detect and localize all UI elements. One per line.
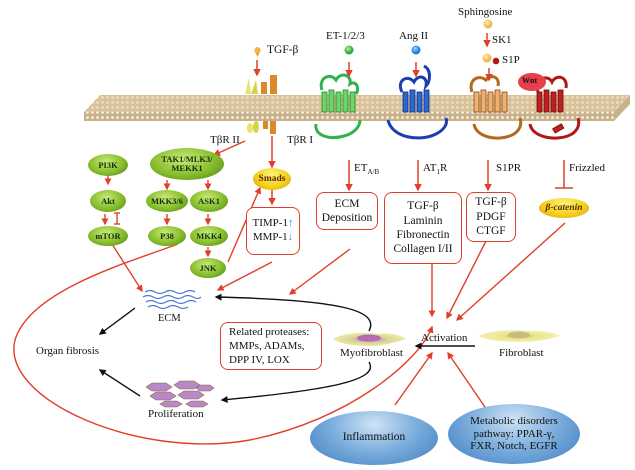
arrow-inflammation-to-activation	[394, 351, 433, 406]
activation-label: Activation	[421, 332, 468, 344]
at1r-target-4: Collagen I/II	[393, 243, 453, 256]
at1r-suffix: R	[439, 162, 448, 174]
s1pr-target-3: CTGF	[476, 225, 506, 238]
arrow-timp-ecm	[216, 261, 273, 291]
mmp-row: MMP-1↓	[253, 231, 293, 245]
metabolic-line1: Metabolic disorders	[470, 415, 558, 428]
at1r-target-1: TGF-β	[407, 200, 439, 213]
ang-ii-label: Ang II	[399, 30, 429, 42]
metabolic-line2: pathway: PPAR-γ,	[473, 427, 555, 440]
ecm-deposition-line2: Deposition	[321, 212, 373, 224]
endothelin-label: ET-1/2/3	[326, 30, 365, 42]
tak1-line1: TAK1/MLK3/	[161, 154, 213, 165]
node-akt: Akt	[90, 190, 126, 212]
s1pr-label: S1PR	[496, 162, 522, 174]
s1p-ligand-icon	[482, 53, 492, 63]
proliferation-label: Proliferation	[148, 408, 204, 420]
arrow-ecm-to-organ-fibrosis	[98, 307, 136, 335]
et-receptor-icon	[314, 73, 362, 139]
myofibroblast-cell-icon	[333, 332, 406, 346]
down-arrow-icon: ↓	[287, 231, 294, 243]
node-pi3k: PI3K	[88, 154, 128, 176]
tbr2-label: TβR II	[210, 134, 240, 146]
node-mtor: mTOR	[88, 226, 128, 246]
at1r-label: AT1R	[423, 162, 447, 177]
box-ecm-deposition: ECM Deposition	[316, 192, 378, 230]
tbr1-label: TβR I	[287, 134, 314, 146]
arrow-tbr-to-tak1	[212, 140, 246, 156]
sphingosine-label: Sphingosine	[458, 6, 513, 18]
arrow-myofibroblast-to-ecm	[214, 293, 372, 332]
frizzled-label: Frizzled	[569, 162, 606, 174]
inhibit-frizzled-catenin	[555, 160, 573, 189]
wnt-label: Wnt	[522, 76, 538, 85]
at1-receptor-icon	[386, 64, 448, 140]
endothelin-ligand-icon	[344, 45, 354, 55]
sphingosine-ligand-icon	[483, 19, 493, 29]
mmp-label: MMP-1	[252, 231, 288, 243]
arrow-ecm-deposition-to-proteases	[288, 248, 351, 295]
phosphate-icon	[492, 57, 500, 65]
arrow-catenin-to-activation	[455, 222, 566, 321]
arrow-s1pr-targets-to-activation	[446, 240, 487, 320]
fibroblast-label: Fibroblast	[499, 347, 544, 359]
proteases-line2: MMPs, ADAMs,	[229, 339, 305, 352]
s1pr-target-1: TGF-β	[475, 196, 507, 209]
s1p-label: S1P	[502, 54, 520, 66]
tak1-line2: MEKK1	[171, 163, 203, 173]
sk1-label: SK1	[492, 34, 512, 46]
proteases-line3: DPP IV, LOX	[229, 354, 290, 367]
at1r-subscript: 1	[436, 168, 440, 177]
arrow-myofibroblast-to-proliferation	[220, 361, 372, 403]
box-s1pr-targets: TGF-β PDGF CTGF	[466, 192, 516, 242]
timp-label: TIMP-1	[252, 217, 288, 230]
ecm-fibers-icon	[142, 289, 202, 310]
arrow-metabolic-to-activation	[447, 351, 488, 411]
proteases-line1: Related proteases:	[229, 325, 310, 338]
node-ask1: ASK1	[190, 190, 228, 212]
arrow-mtor-ecm	[111, 243, 143, 293]
node-mkk4: MKK4	[190, 226, 228, 246]
myofibroblast-label: Myofibroblast	[340, 347, 403, 359]
node-p38: P38	[148, 226, 186, 246]
ang-ii-ligand-icon	[411, 45, 421, 55]
node-tak1-mlk3-mekk1: TAK1/MLK3/ MEKK1	[150, 148, 224, 180]
at1r-target-2: Laminin	[403, 214, 443, 227]
box-related-proteases: Related proteases: MMPs, ADAMs, DPP IV, …	[220, 322, 322, 370]
eta-b-label: ETA/B	[354, 162, 379, 177]
node-beta-catenin: β-catenin	[539, 198, 589, 218]
fibroblast-cell-icon	[478, 330, 560, 342]
at1r-text: AT	[423, 162, 437, 174]
inhibit-mtor-akt	[114, 212, 120, 225]
node-smads: Smads	[253, 168, 291, 190]
ecm-deposition-line1: ECM	[334, 197, 360, 210]
wnt-ligand-icon	[518, 73, 546, 91]
arrow-jnk-smads	[227, 186, 261, 263]
organ-fibrosis-label: Organ fibrosis	[36, 345, 100, 357]
metabolic-line3: FXR, Notch, EGFR	[470, 440, 558, 453]
box-at1r-targets: TGF-β Laminin Fibronectin Collagen I/II	[384, 192, 462, 264]
arrow-p38-loop-to-activation	[13, 243, 434, 445]
metabolic-disorders-ellipse: Metabolic disorders pathway: PPAR-γ, FXR…	[448, 404, 580, 464]
eta-b-text: ET	[354, 162, 368, 174]
arrow-proliferation-to-organ-fibrosis	[98, 369, 141, 397]
tgf-beta-ligand-label: TGF-β	[267, 44, 299, 56]
at1r-target-3: Fibronectin	[396, 229, 450, 241]
box-timp-mmp: TIMP-1↑ MMP-1↓	[246, 207, 300, 255]
s1pr-target-2: PDGF	[476, 210, 506, 223]
proliferating-cells-icon	[145, 380, 215, 408]
inflammation-ellipse: Inflammation	[310, 411, 438, 465]
timp-row: TIMP-1↑	[253, 217, 294, 231]
up-arrow-icon: ↑	[287, 217, 294, 230]
tgf-beta-receptor-icon	[245, 75, 277, 134]
node-jnk: JNK	[190, 258, 226, 278]
cell-membrane	[84, 95, 630, 121]
node-mkk36: MKK3/6	[146, 190, 188, 212]
eta-b-subscript: A/B	[367, 168, 380, 177]
tgf-beta-ligand-icon	[254, 47, 261, 57]
ecm-label: ECM	[158, 313, 181, 324]
